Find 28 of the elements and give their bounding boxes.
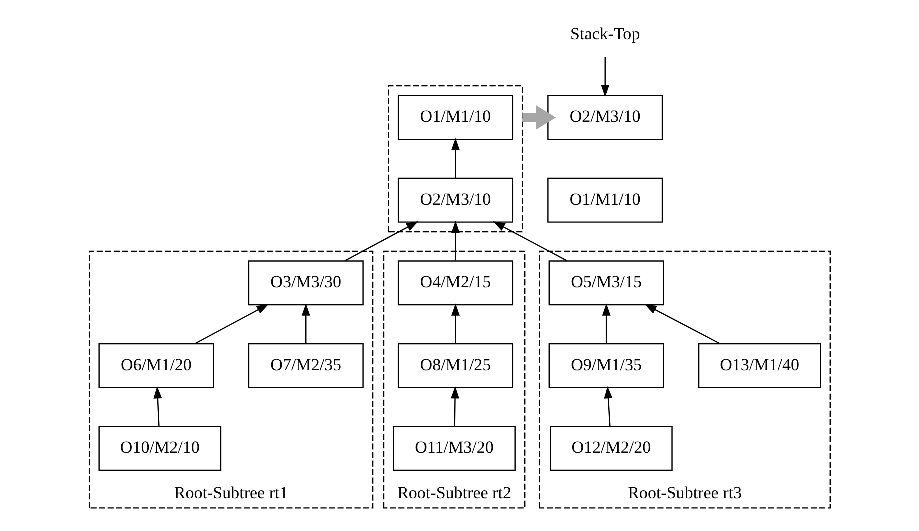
node-box: O8/M1/25 bbox=[397, 343, 514, 388]
node-box: O1/M1/10 bbox=[547, 178, 663, 223]
node-box: O2/M3/10 bbox=[397, 178, 514, 223]
node-box: O6/M1/20 bbox=[98, 343, 214, 388]
arrow bbox=[644, 304, 720, 344]
arrow bbox=[153, 386, 162, 426]
arrow bbox=[600, 57, 610, 98]
node-box: O1/M1/10 bbox=[397, 95, 514, 140]
node-box: O2/M3/10 bbox=[547, 95, 663, 140]
node-box: O4/M2/15 bbox=[397, 260, 514, 306]
node-box: O11/M3/20 bbox=[392, 426, 516, 472]
node-box: O9/M1/35 bbox=[548, 343, 664, 388]
arrow bbox=[194, 304, 268, 344]
node-box: O5/M3/15 bbox=[548, 260, 664, 306]
node-text: Stack-Top bbox=[570, 24, 640, 44]
arrow bbox=[450, 386, 460, 426]
arrow bbox=[301, 304, 310, 344]
arrow bbox=[604, 386, 612, 426]
arrow bbox=[450, 221, 460, 261]
node-box: O7/M2/35 bbox=[248, 343, 364, 388]
node-box: O12/M2/20 bbox=[550, 426, 672, 472]
node-box: O13/M1/40 bbox=[698, 343, 821, 388]
arrow bbox=[450, 138, 460, 178]
node-box: O10/M2/10 bbox=[98, 426, 222, 472]
arrow bbox=[522, 106, 556, 130]
arrow bbox=[450, 304, 460, 344]
node-box: O3/M3/30 bbox=[248, 260, 364, 306]
arrow bbox=[602, 304, 610, 344]
